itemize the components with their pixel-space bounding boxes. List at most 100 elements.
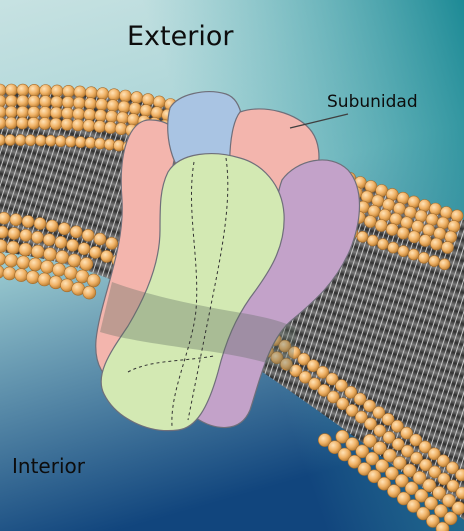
lipid-head [49, 276, 62, 289]
subunit-label: Subunidad [327, 92, 418, 112]
lipid-head [429, 203, 441, 215]
lipid-head [43, 234, 55, 246]
lipid-head [127, 113, 139, 125]
lipid-head [364, 216, 376, 228]
lipid-head [153, 96, 165, 108]
lipid-head [39, 96, 51, 108]
lipid-head [451, 210, 463, 222]
lipid-head [95, 138, 106, 149]
lipid-head [58, 223, 70, 235]
lipid-head [63, 85, 75, 97]
lipid-head [32, 231, 44, 243]
lipid-head [17, 256, 30, 269]
lipid-head [140, 104, 152, 116]
lipid-head [28, 117, 40, 129]
lipid-head [73, 97, 85, 109]
lipid-head [61, 118, 73, 130]
lipid-head [108, 89, 120, 101]
lipid-head [377, 239, 388, 250]
lipid-head [19, 243, 32, 256]
lipid-head [7, 241, 20, 254]
lipid-head [448, 220, 460, 232]
lipid-head [75, 137, 86, 148]
lipid-head [17, 95, 29, 107]
lipid-head [95, 110, 107, 122]
lipid-head [96, 99, 108, 111]
lipid-head [0, 212, 10, 224]
lipid-head [40, 85, 52, 97]
lipid-head [25, 135, 36, 146]
lipid-head [107, 100, 119, 112]
lipid-head [408, 231, 420, 243]
lipid-head [94, 120, 106, 132]
lipid-head [398, 246, 409, 257]
lipid-head [62, 96, 74, 108]
lipid-head [375, 220, 387, 232]
lipid-head [89, 246, 101, 258]
lipid-head [28, 84, 40, 96]
lipid-head [129, 103, 141, 115]
lipid-head [445, 231, 457, 243]
lipid-head [418, 252, 429, 263]
lipid-head [419, 200, 431, 212]
lipid-head [151, 107, 163, 119]
lipid-head [97, 88, 109, 100]
lipid-head [397, 227, 409, 239]
lipid-head [408, 249, 419, 260]
lipid-head [85, 98, 97, 110]
lipid-head [39, 107, 51, 119]
lipid-head [87, 274, 100, 287]
lipid-head [73, 108, 85, 120]
lipid-head [357, 231, 368, 242]
lipid-head [426, 214, 438, 226]
lipid-head [55, 236, 67, 248]
lipid-head [76, 270, 89, 283]
lipid-head [5, 95, 17, 107]
lipid-head [45, 135, 56, 146]
lipid-head [16, 117, 28, 129]
lipid-head [15, 269, 28, 282]
lipid-head [101, 250, 113, 262]
lipid-head [26, 271, 39, 284]
lipid-head [50, 107, 62, 119]
lipid-head [17, 106, 29, 118]
lipid-head [440, 207, 452, 219]
lipid-head [423, 224, 435, 236]
lipid-head [5, 135, 16, 146]
lipid-head [22, 216, 34, 228]
lipid-head [83, 286, 96, 299]
lipid-head [50, 118, 62, 130]
lipid-head [15, 135, 26, 146]
lipid-head [34, 218, 46, 230]
lipid-head [367, 235, 378, 246]
lipid-head [29, 258, 42, 271]
lipid-head [28, 95, 40, 107]
lipid-head [82, 229, 94, 241]
lipid-head [64, 266, 77, 279]
lipid-head [46, 220, 58, 232]
lipid-head [118, 101, 130, 113]
lipid-head [31, 245, 44, 258]
lipid-head [62, 107, 74, 119]
lipid-head [51, 85, 63, 97]
lipid-head [442, 241, 454, 253]
lipid-head [68, 254, 81, 267]
lipid-head [117, 112, 129, 124]
lipid-head [38, 273, 51, 286]
lipid-head [65, 136, 76, 147]
lipid-head [5, 117, 17, 129]
lipid-head [20, 229, 32, 241]
lipid-head [386, 223, 398, 235]
lipid-head [106, 237, 118, 249]
lipid-head [72, 119, 84, 131]
lipid-head [51, 96, 63, 108]
lipid-head [388, 242, 399, 253]
lipid-head [74, 86, 86, 98]
lipid-head [439, 259, 450, 270]
lipid-head [131, 92, 143, 104]
lipid-head [119, 90, 131, 102]
lipid-head [3, 267, 16, 280]
lipid-head [44, 248, 57, 261]
